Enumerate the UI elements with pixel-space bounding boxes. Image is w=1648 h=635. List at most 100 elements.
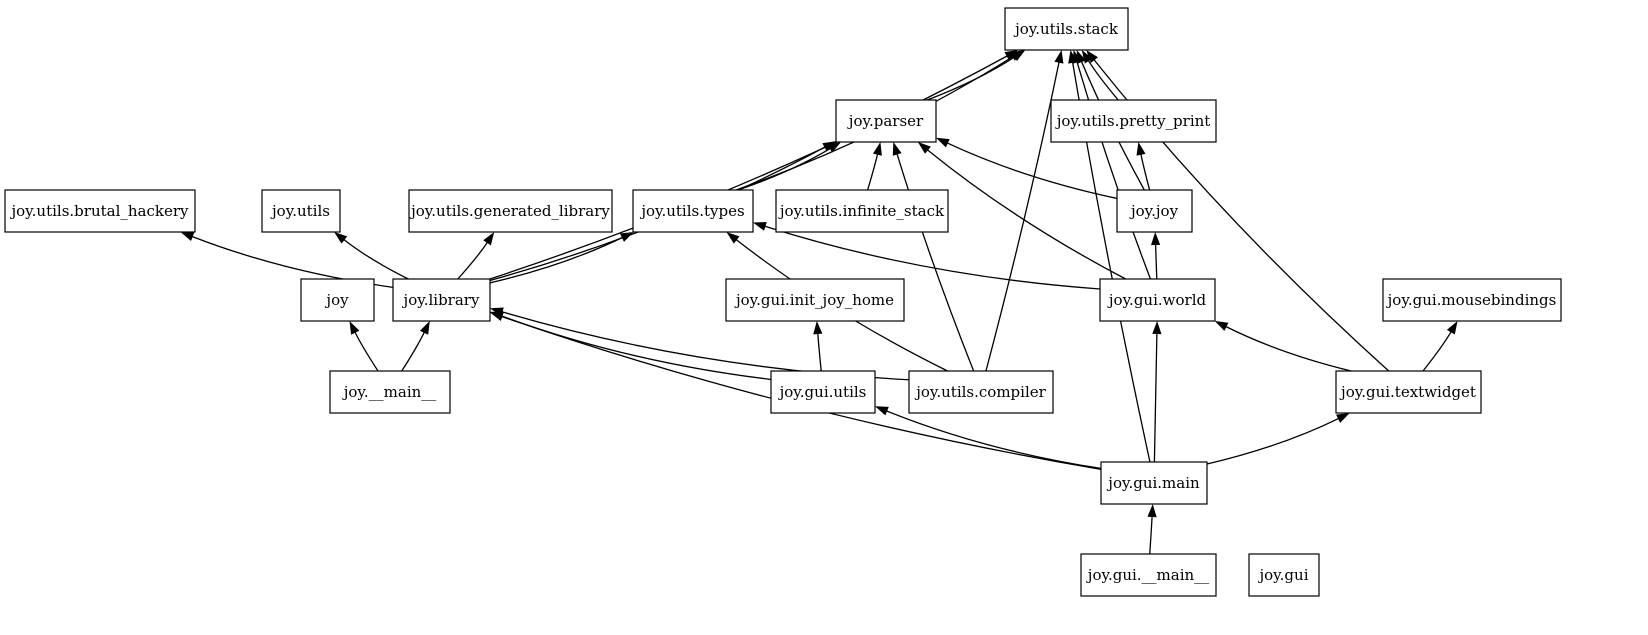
node-joy.utils[interactable]: joy.utils — [261, 189, 341, 233]
arrowhead-icon — [875, 406, 889, 416]
arrowhead-icon — [1086, 50, 1098, 64]
node-label: joy.gui.init_joy_home — [734, 291, 894, 309]
node-label: joy.gui.__main__ — [1086, 566, 1210, 584]
node-label: joy.__main__ — [342, 383, 437, 401]
node-label: joy.utils.compiler — [914, 383, 1046, 401]
arrowhead-icon — [419, 321, 430, 335]
edge-joy.library-to-joy.utils.types — [489, 236, 624, 284]
node-joy.gui.utils[interactable]: joy.gui.utils — [770, 370, 876, 414]
edge-joy.library-to-joy.utils.generated_library — [457, 241, 489, 280]
edge-joy.__main__-to-joy.library — [401, 331, 426, 372]
node-box[interactable] — [261, 189, 341, 233]
arrowhead-icon — [827, 142, 841, 153]
node-box[interactable] — [329, 370, 451, 414]
node-joy.utils.generated_library[interactable]: joy.utils.generated_library — [408, 189, 613, 233]
edge-joy.gui.__main__-to-joy.gui.main — [1149, 515, 1153, 555]
node-joy.utils.pretty_print[interactable]: joy.utils.pretty_print — [1050, 99, 1217, 143]
node-joy.utils.compiler[interactable]: joy.utils.compiler — [908, 370, 1054, 414]
edge-joy.gui.main-to-joy.gui.textwidget — [1206, 417, 1340, 465]
arrowhead-icon — [936, 137, 950, 148]
arrowhead-icon — [619, 232, 634, 242]
node-joy.gui.mousebindings[interactable]: joy.gui.mousebindings — [1382, 278, 1562, 322]
node-label: joy.utils.infinite_stack — [778, 202, 945, 220]
edge-joy.__main__-to-joy — [354, 331, 379, 372]
node-joy.library[interactable]: joy.library — [392, 278, 491, 322]
edge-joy.joy-to-joy.parser — [946, 142, 1118, 200]
arrowhead-icon — [490, 312, 504, 322]
node-box[interactable] — [300, 278, 375, 322]
node-joy.utils.stack[interactable]: joy.utils.stack — [1004, 7, 1129, 51]
node-box[interactable] — [725, 278, 905, 322]
node-label: joy.library — [402, 291, 480, 309]
arrowhead-icon — [1336, 413, 1350, 423]
arrowhead-icon — [1446, 321, 1458, 335]
arrowhead-icon — [892, 142, 902, 156]
edge-joy.gui.world-to-joy.parser — [926, 149, 1126, 280]
edge-joy.utils.compiler-to-joy.parser — [896, 153, 975, 372]
node-joy.gui.init_joy_home[interactable]: joy.gui.init_joy_home — [725, 278, 905, 322]
node-box[interactable] — [4, 189, 196, 233]
arrowhead-icon — [813, 321, 823, 335]
node-label: joy.parser — [847, 112, 924, 130]
node-box[interactable] — [835, 99, 937, 143]
node-box[interactable] — [770, 370, 876, 414]
node-joy.gui.world[interactable]: joy.gui.world — [1099, 278, 1216, 322]
node-label: joy.gui.mousebindings — [1386, 291, 1557, 309]
node-box[interactable] — [1335, 370, 1482, 414]
node-joy.joy[interactable]: joy.joy — [1116, 189, 1193, 233]
edge-joy.gui.world-to-joy.utils.types — [764, 225, 1101, 290]
node-box[interactable] — [392, 278, 491, 322]
node-label: joy.utils.generated_library — [409, 202, 610, 220]
node-joy.gui[interactable]: joy.gui — [1248, 553, 1320, 597]
node-box[interactable] — [1004, 7, 1129, 51]
node-joy.gui.__main__[interactable]: joy.gui.__main__ — [1080, 553, 1217, 597]
edge-joy.utils.pretty_print-to-joy.utils.stack — [1087, 59, 1119, 101]
node-joy.parser[interactable]: joy.parser — [835, 99, 937, 143]
node-joy.gui.main[interactable]: joy.gui.main — [1100, 461, 1208, 505]
node-box[interactable] — [408, 189, 613, 233]
node-joy.utils.infinite_stack[interactable]: joy.utils.infinite_stack — [775, 189, 949, 233]
edge-joy.gui.utils-to-joy.library — [501, 315, 772, 381]
arrowhead-icon — [1068, 50, 1078, 64]
edge-joy.gui.world-to-joy.utils.stack — [1076, 61, 1152, 280]
node-box[interactable] — [1382, 278, 1562, 322]
node-box[interactable] — [632, 189, 754, 233]
arrowhead-icon — [1150, 232, 1161, 246]
node-box[interactable] — [775, 189, 949, 233]
node-label: joy.gui.utils — [778, 383, 867, 401]
edge-joy.gui.textwidget-to-joy.gui.mousebindings — [1422, 330, 1452, 372]
arrowhead-icon — [1004, 50, 1019, 61]
node-label: joy.joy — [1129, 202, 1179, 220]
arrowhead-icon — [1076, 50, 1086, 64]
nodes-layer: joy.utils.stack joy.parser joy.utils.prett… — [4, 7, 1562, 597]
arrowhead-icon — [349, 321, 360, 335]
edge-joy.gui.world-to-joy.joy — [1154, 243, 1158, 280]
node-box[interactable] — [1050, 99, 1217, 143]
node-box[interactable] — [1116, 189, 1193, 233]
node-box[interactable] — [1100, 461, 1208, 505]
arrowhead-icon — [1147, 504, 1157, 518]
node-joy.utils.brutal_hackery[interactable]: joy.utils.brutal_hackery — [4, 189, 196, 233]
node-joy[interactable]: joy — [300, 278, 375, 322]
arrowhead-icon — [726, 232, 740, 244]
edge-joy.utils.infinite_stack-to-joy.parser — [866, 153, 879, 191]
node-label: joy.utils.pretty_print — [1055, 112, 1211, 130]
node-label: joy — [324, 291, 349, 309]
edge-joy.library-to-joy.utils.stack — [489, 55, 1008, 280]
edge-joy.utils.compiler-to-joy.utils.stack — [985, 61, 1060, 372]
node-label: joy.utils.types — [639, 202, 744, 220]
node-box[interactable] — [908, 370, 1054, 414]
arrowhead-icon — [483, 232, 495, 246]
node-joy.__main__[interactable]: joy.__main__ — [329, 370, 451, 414]
edge-joy.joy-to-joy.utils.pretty_print — [1140, 153, 1151, 191]
arrowhead-icon — [872, 142, 882, 156]
node-box[interactable] — [1080, 553, 1217, 597]
node-joy.utils.types[interactable]: joy.utils.types — [632, 189, 754, 233]
arrowhead-icon — [1054, 50, 1064, 64]
node-joy.gui.textwidget[interactable]: joy.gui.textwidget — [1335, 370, 1482, 414]
edge-joy.gui.main-to-joy.gui.utils — [885, 410, 1102, 470]
node-box[interactable] — [1099, 278, 1216, 322]
arrowhead-icon — [334, 232, 348, 244]
node-box[interactable] — [1248, 553, 1320, 597]
